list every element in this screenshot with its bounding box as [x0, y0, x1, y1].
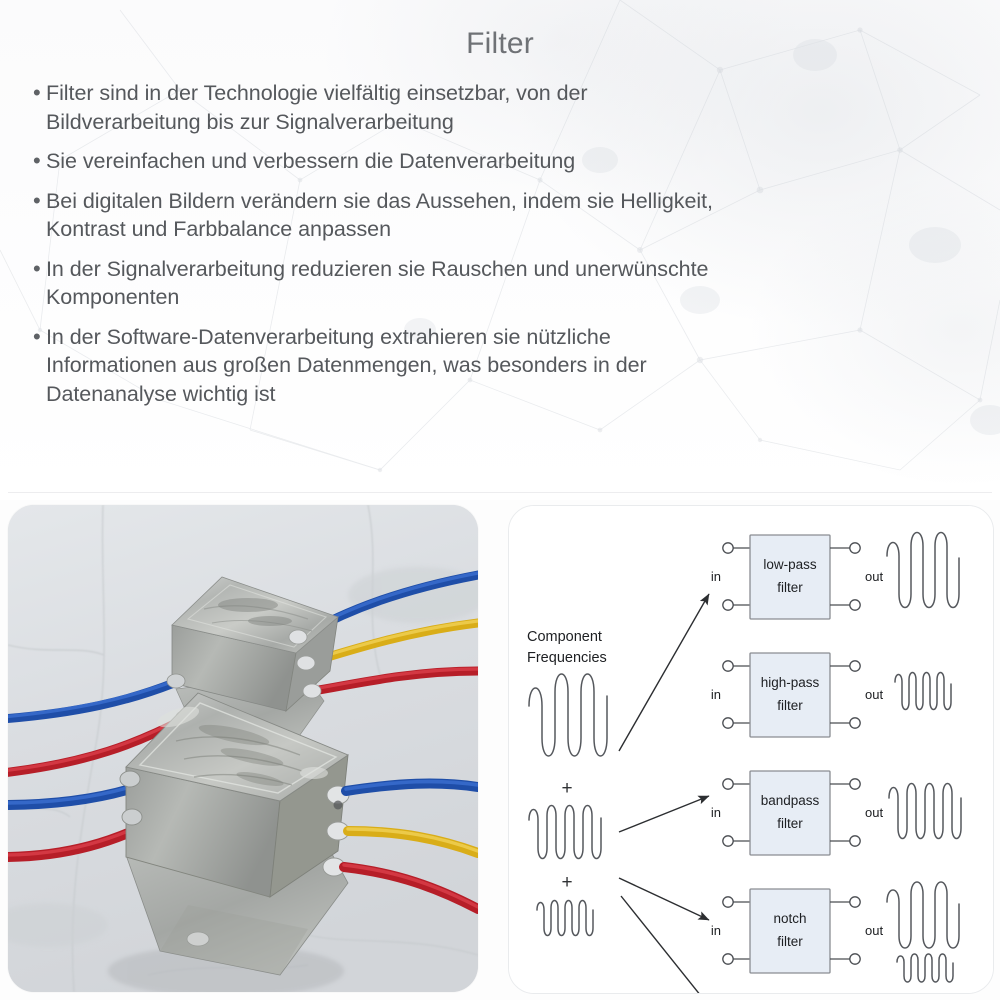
filter-box	[749, 888, 831, 974]
bullet-marker-icon: •	[33, 148, 41, 173]
filter-name-line2: filter	[777, 698, 803, 713]
port-out-label: out	[865, 687, 883, 702]
input-node-bottom	[722, 599, 734, 611]
plus-symbol-1: +	[561, 778, 572, 799]
plus-symbol-2: +	[561, 872, 572, 893]
input-node-top	[722, 660, 734, 672]
arrow-to-high-pass	[618, 795, 710, 833]
arrow-to-low-pass	[618, 593, 710, 752]
source-wave-low-frequency	[528, 673, 608, 757]
input-node-bottom	[722, 835, 734, 847]
bullet-text: In der Signalverarbeitung reduzieren sie…	[46, 256, 709, 310]
bullet-marker-icon: •	[33, 323, 41, 349]
filter-module-lower	[108, 692, 350, 992]
output-wave-notch-high	[896, 953, 954, 983]
section-divider	[8, 492, 992, 493]
list-item: • Bei digitalen Bildern verändern sie da…	[33, 187, 963, 244]
list-item: • Sie vereinfachen und verbessern die Da…	[33, 147, 963, 176]
filter-types-diagram: Component Frequencies + +	[509, 506, 993, 993]
filter-box	[749, 770, 831, 856]
input-node-top	[722, 778, 734, 790]
filter-block-low-pass: low-pass filter in out	[711, 531, 960, 620]
bullet-text: In der Software-Datenverarbeitung extrah…	[46, 324, 647, 406]
bullet-text: Filter sind in der Technologie vielfälti…	[46, 81, 588, 134]
source-label-line1: Component	[527, 629, 602, 645]
source-label-line2: Frequencies	[527, 650, 607, 666]
port-in-label: in	[711, 805, 721, 820]
bullet-marker-icon: •	[33, 80, 41, 105]
port-out-label: out	[865, 805, 883, 820]
input-node-top	[722, 542, 734, 554]
bullet-marker-icon: •	[33, 187, 41, 213]
filter-block-bandpass: bandpass filter in out	[711, 770, 962, 856]
filter-name-line1: notch	[773, 911, 806, 926]
filter-types-diagram-card: Component Frequencies + +	[508, 505, 994, 994]
bullet-list: • Filter sind in der Technologie vielfäl…	[33, 79, 963, 419]
filter-name-line2: filter	[777, 816, 803, 831]
output-wave-high-pass	[894, 671, 952, 711]
port-out-label: out	[865, 569, 883, 584]
filter-photo	[8, 505, 478, 992]
list-item: • In der Software-Datenverarbeitung extr…	[33, 323, 963, 409]
input-node-bottom	[722, 717, 734, 729]
output-node-top	[849, 896, 861, 908]
output-node-top	[849, 778, 861, 790]
arrow-to-bandpass	[618, 877, 710, 921]
source-wave-high-frequency	[536, 899, 594, 937]
output-node-bottom	[849, 717, 861, 729]
port-in-label: in	[711, 687, 721, 702]
input-node-bottom	[722, 953, 734, 965]
port-out-label: out	[865, 923, 883, 938]
input-node-top	[722, 896, 734, 908]
filter-name-line2: filter	[777, 580, 803, 595]
filter-box	[749, 534, 831, 620]
list-item: • Filter sind in der Technologie vielfäl…	[33, 79, 963, 136]
filter-block-notch: notch filter in out	[711, 881, 960, 983]
output-node-bottom	[849, 835, 861, 847]
filter-name-line1: high-pass	[761, 675, 820, 690]
output-node-bottom	[849, 599, 861, 611]
list-item: • In der Signalverarbeitung reduzieren s…	[33, 255, 963, 312]
bullet-text: Sie vereinfachen und verbessern die Date…	[46, 149, 576, 173]
bullet-marker-icon: •	[33, 255, 41, 281]
bullet-text: Bei digitalen Bildern verändern sie das …	[46, 188, 713, 242]
output-wave-bandpass	[888, 782, 962, 840]
page-title: Filter	[466, 27, 534, 60]
port-in-label: in	[711, 923, 721, 938]
filter-name-line1: low-pass	[763, 557, 817, 572]
source-wave-mid-frequency	[528, 804, 602, 860]
filter-name-line2: filter	[777, 934, 803, 949]
filter-name-line1: bandpass	[761, 793, 820, 808]
output-node-bottom	[849, 953, 861, 965]
filter-photo-card	[8, 505, 478, 992]
output-node-top	[849, 542, 861, 554]
filter-block-high-pass: high-pass filter in out	[711, 652, 952, 738]
port-in-label: in	[711, 569, 721, 584]
arrow-to-notch	[620, 895, 700, 993]
filter-box	[749, 652, 831, 738]
output-wave-low-pass	[886, 531, 960, 609]
output-node-top	[849, 660, 861, 672]
output-wave-notch-low	[886, 881, 960, 949]
